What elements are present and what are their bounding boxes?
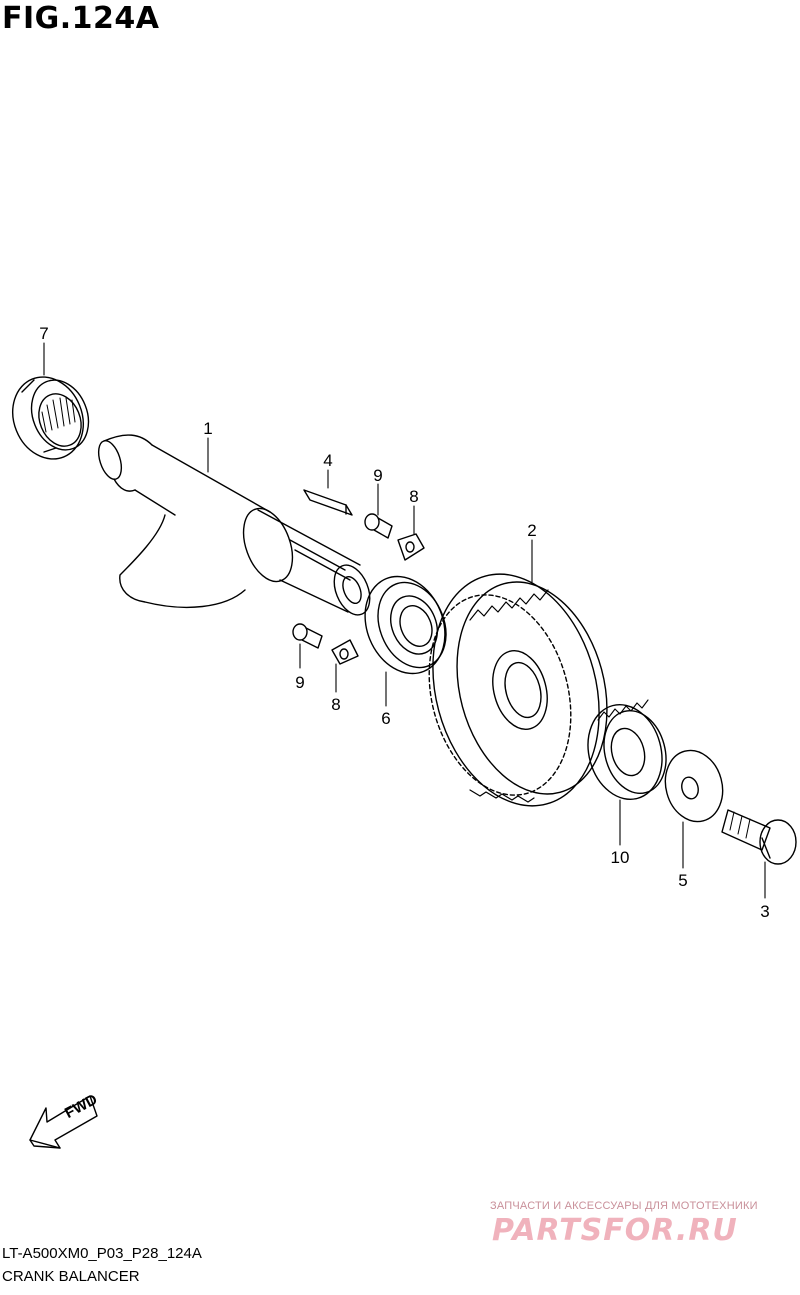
flange-bolt-part-3 bbox=[721, 809, 797, 865]
callout-9-upper: 9 bbox=[373, 466, 383, 485]
large-gear-part-2 bbox=[428, 573, 608, 807]
figure-title: FIG.124A bbox=[2, 1, 160, 36]
callout-3: 3 bbox=[760, 902, 770, 921]
bolt-part-9-lower bbox=[292, 623, 323, 649]
callout-7: 7 bbox=[39, 324, 49, 343]
callout-5: 5 bbox=[678, 871, 688, 890]
callout-6: 6 bbox=[381, 709, 391, 728]
small-gear-part-10 bbox=[587, 699, 667, 800]
lock-washer-part-8-lower bbox=[331, 639, 359, 665]
watermark-caption: ЗАПЧАСТИ И АКСЕССУАРЫ ДЛЯ МОТОТЕХНИКИ bbox=[490, 1200, 758, 1212]
figure-name: CRANK BALANCER bbox=[2, 1268, 140, 1285]
callout-4: 4 bbox=[323, 451, 333, 470]
needle-bearing-part-7 bbox=[12, 376, 90, 460]
watermark-logo: PARTSFOR.RU bbox=[492, 1213, 738, 1248]
callout-1: 1 bbox=[203, 419, 213, 438]
ball-bearing-part-6 bbox=[364, 575, 447, 675]
callout-9-lower: 9 bbox=[295, 673, 305, 692]
callout-8-lower: 8 bbox=[331, 695, 341, 714]
lock-washer-part-8-upper bbox=[397, 533, 425, 561]
callout-2: 2 bbox=[527, 521, 537, 540]
fwd-arrow-icon bbox=[29, 1095, 98, 1149]
bolt-part-9-upper bbox=[364, 513, 393, 539]
callout-10: 10 bbox=[610, 848, 630, 867]
callout-8-upper: 8 bbox=[409, 487, 419, 506]
balancer-shaft-part-1 bbox=[97, 434, 371, 616]
key-part-4 bbox=[303, 489, 353, 516]
washer-part-5 bbox=[664, 749, 724, 823]
figure-code: LT-A500XM0_P03_P28_124A bbox=[2, 1245, 202, 1262]
